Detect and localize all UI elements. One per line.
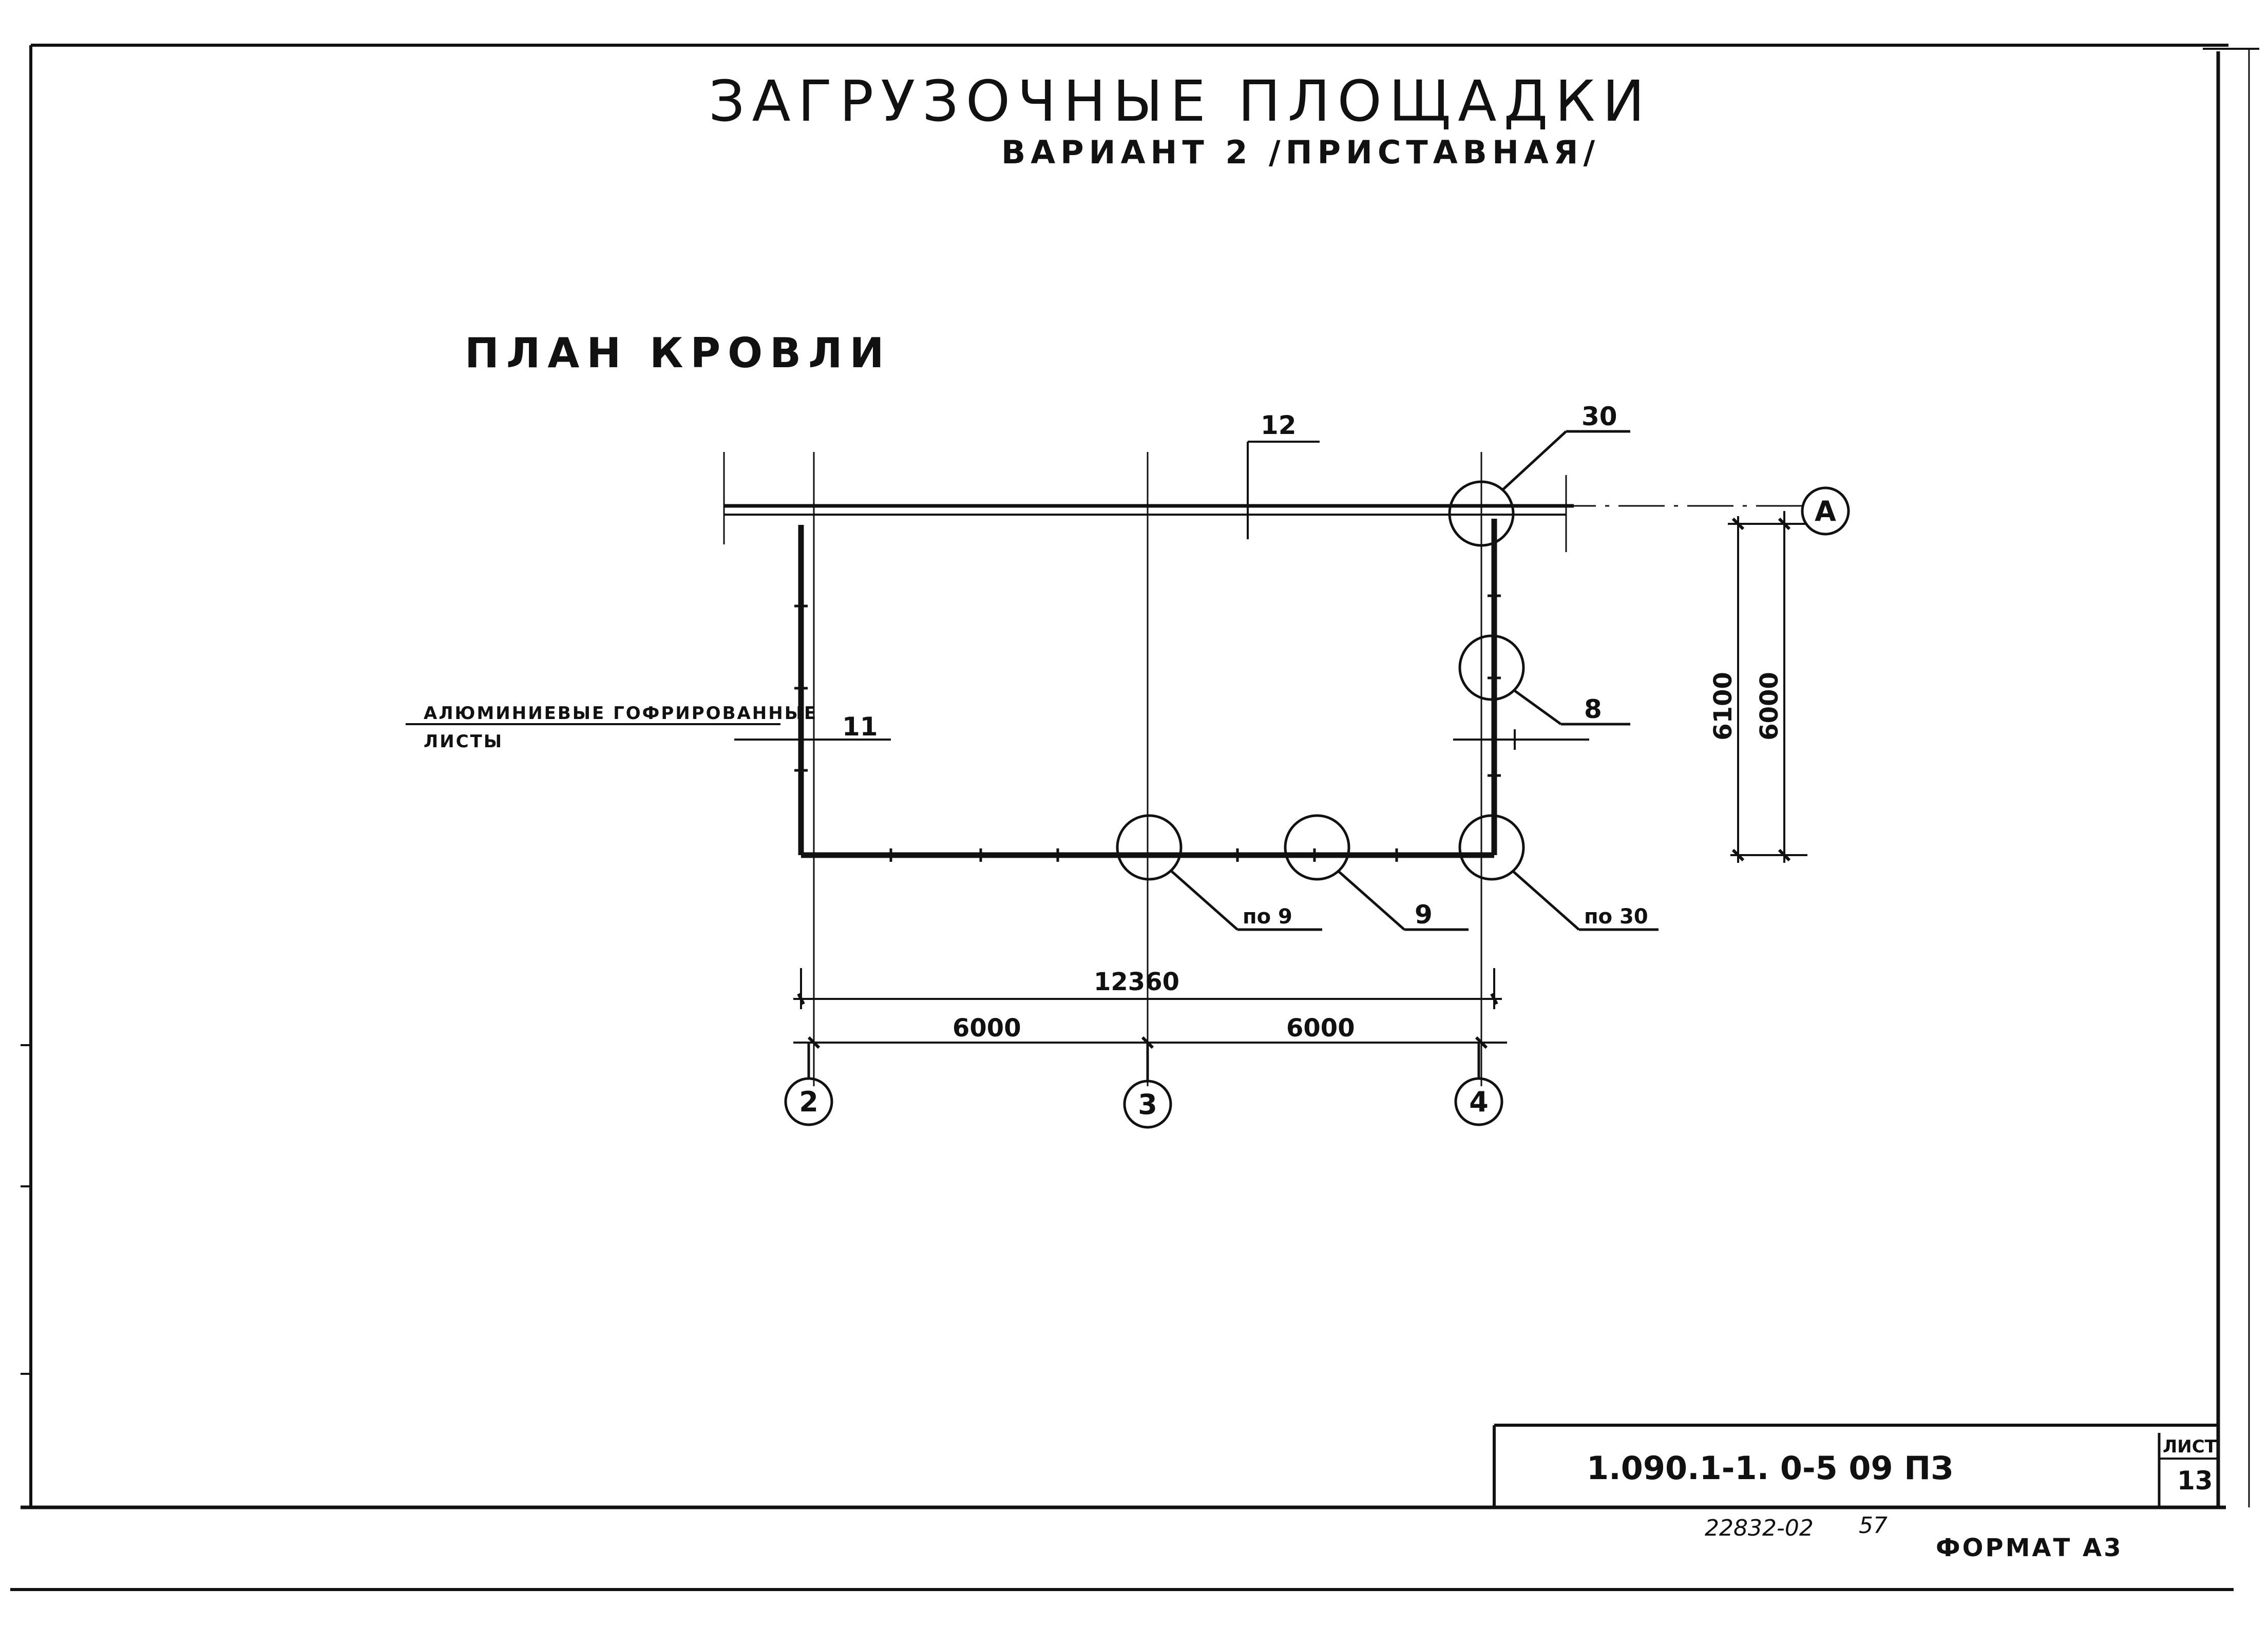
ref-label-8: 8 xyxy=(1584,694,1602,724)
drawing-title: ЗАГРУЗОЧНЫЕ ПЛОЩАДКИ xyxy=(709,68,1652,134)
node-circles xyxy=(1116,430,1659,931)
ref-label-po-9: по 9 xyxy=(1243,905,1292,929)
fastener-ticks xyxy=(794,594,1501,862)
sheet-label: ЛИСТ xyxy=(2163,1436,2217,1457)
axis-lines xyxy=(724,452,1802,1086)
dimension-vertical-outer: 6100 xyxy=(1709,672,1738,741)
axis-marker-4: 4 xyxy=(1469,1086,1489,1118)
axis-marker-3: 3 xyxy=(1138,1088,1157,1121)
vertical-dimensions xyxy=(1728,511,1807,863)
note-line-1: АЛЮМИНИЕВЫЕ ГОФРИРОВАННЫЕ xyxy=(424,703,817,724)
footer-page: 57 xyxy=(1859,1512,1888,1539)
ref-label-12: 12 xyxy=(1261,410,1297,440)
ref-label-30: 30 xyxy=(1581,402,1617,431)
ref-label-9: 9 xyxy=(1415,900,1433,930)
horizontal-dimensions xyxy=(793,968,1507,1049)
format-label: ФОРМАТ А3 xyxy=(1936,1534,2123,1562)
axis-markers xyxy=(784,486,1850,1129)
title-block xyxy=(1493,1424,2218,1507)
dimension-span-left: 6000 xyxy=(952,1014,1021,1043)
sheet-frame xyxy=(10,44,2259,1591)
note-ref-11: 11 xyxy=(842,712,878,742)
corrugated-sheets-note: АЛЮМИНИЕВЫЕ ГОФРИРОВАННЫЕ ЛИСТЫ 11 xyxy=(406,703,1589,752)
plan-title: ПЛАН КРОВЛИ xyxy=(465,329,891,377)
inventory-number: 22832-02 xyxy=(1705,1515,1814,1541)
note-line-2: ЛИСТЫ xyxy=(424,731,503,752)
dimension-span-right: 6000 xyxy=(1286,1014,1355,1043)
dimension-total: 12360 xyxy=(1094,968,1179,996)
roof-outline xyxy=(723,441,1574,858)
axis-marker-2: 2 xyxy=(799,1086,818,1118)
drawing-subtitle: ВАРИАНТ 2 /ПРИСТАВНАЯ/ xyxy=(1001,134,1600,171)
document-code: 1.090.1-1. 0-5 09 ПЗ xyxy=(1587,1449,1953,1487)
dimension-vertical-inner: 6000 xyxy=(1755,672,1784,741)
axis-marker-a: А xyxy=(1815,495,1836,527)
sheet-number: 13 xyxy=(2177,1466,2213,1496)
ref-label-po-30: по 30 xyxy=(1584,905,1648,929)
